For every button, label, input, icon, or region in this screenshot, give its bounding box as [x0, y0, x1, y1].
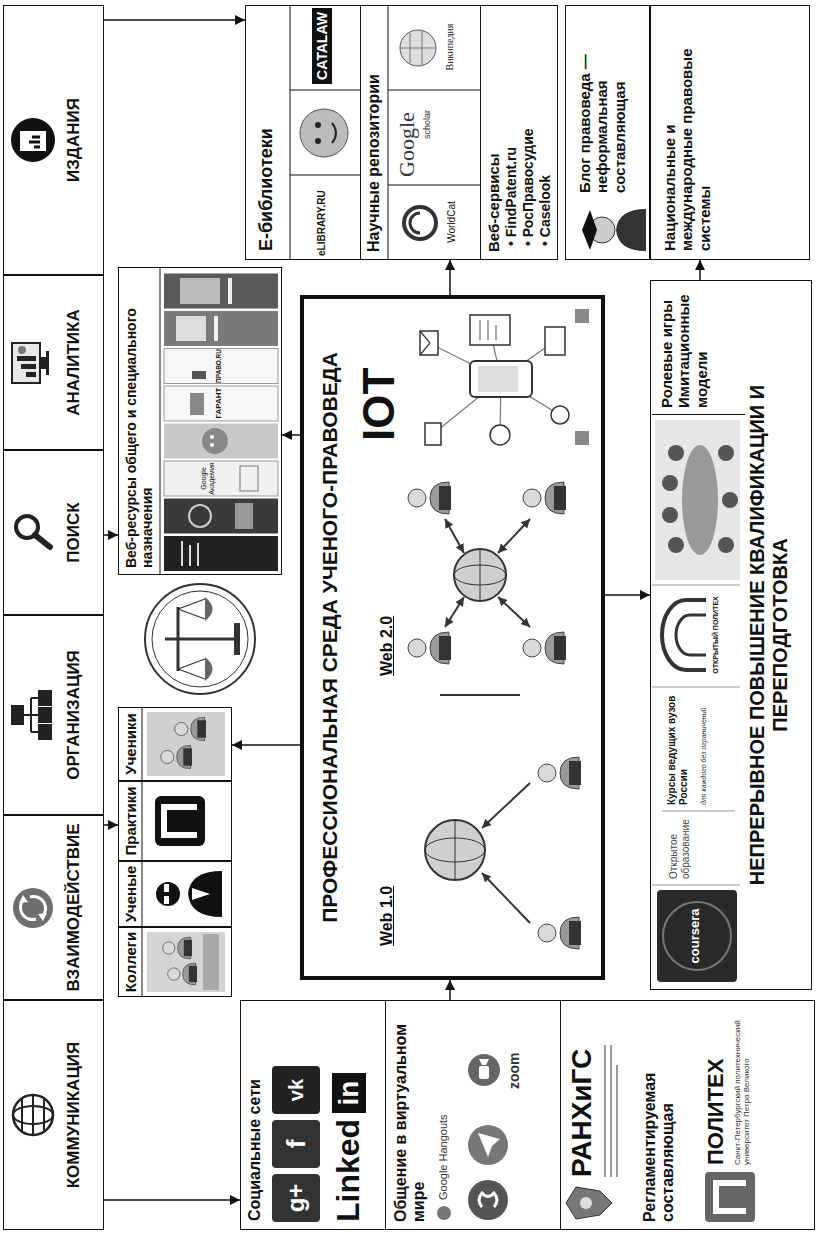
logo-caption: Курсы ведущих вузов России [666, 693, 689, 805]
node-text: НЕПРЕРЫВНОЕ ПОВЫШЕНИЕ КВАЛИФИКАЦИИ И ПЕР… [746, 375, 792, 895]
logo-text: Google Академия [200, 462, 216, 495]
justice-emblem [145, 584, 255, 694]
audience-cell: Ученики [118, 707, 232, 781]
node-text: Е-библиотеки [256, 11, 277, 251]
node-text: • РосПравосудие [520, 16, 536, 246]
central-box: ПРОФЕССИОНАЛЬНАЯ СРЕДА УЧЕНОГО-ПРАВОВЕДА… [300, 295, 605, 980]
node-text: Ученики [122, 708, 139, 780]
category-header: КОММУНИКАЦИЯ [3, 1000, 104, 1230]
node-text: Национальные и международные правовые си… [661, 11, 713, 251]
node-text: Коллеги [122, 928, 139, 996]
service-name: zoom [506, 1039, 522, 1089]
logo-text: Linked [330, 1112, 367, 1222]
icon-letter: g+ [272, 1174, 320, 1222]
blog-box: Блог правоведа — неформальная составляющ… [565, 5, 650, 260]
category-header: АНАЛИТИКА [3, 275, 104, 450]
logo-text: Google [394, 93, 419, 177]
audience-cell: Практики [118, 781, 232, 861]
logo-text: ПОЛИТЕХ [703, 1005, 728, 1165]
social-icons [272, 1054, 508, 1222]
node-text: • Caselook [537, 16, 553, 246]
audience-cell: Ученые [118, 861, 232, 927]
logo-text: РАНХиГС [566, 1002, 598, 1177]
node-text: Общение в виртуальном мире [392, 1008, 429, 1222]
node-text: • FindPatent.ru [503, 16, 519, 246]
service-name: Google Hangouts [437, 1080, 450, 1200]
node-text: ПРОФЕССИОНАЛЬНАЯ СРЕДА УЧЕНОГО-ПРАВОВЕДА [318, 315, 342, 960]
node-text: Web 1.0 [378, 856, 396, 946]
web-evolution-illustration [408, 309, 589, 949]
node-text: ОРГАНИЗАЦИЯ [64, 616, 84, 814]
audience-pictures [142, 707, 225, 997]
header-icons [11, 118, 55, 1135]
arrow-connector [449, 980, 451, 1000]
logo-caption: ОТКРЫТЫЙ ПОЛИТЕХ [712, 591, 720, 679]
node-text: Регламентируемая составляющая [641, 1008, 678, 1222]
node-text: Научные репозитории [365, 12, 383, 252]
node-text: ПОИСК [64, 451, 84, 614]
social-panel: Социальные сети Общение в виртуальном мир… [240, 1000, 815, 1230]
node-text: КОММУНИКАЦИЯ [64, 1001, 84, 1229]
category-header: ОРГАНИЗАЦИЯ [3, 615, 104, 815]
legal-systems-box: Национальные и международные правовые си… [650, 5, 810, 260]
panel-section: Веб-сервисы• FindPatent.ru• РосПравосуди… [480, 5, 558, 260]
arrow-connector [699, 260, 701, 280]
library-logos [290, 5, 480, 260]
arrow-connector [104, 19, 245, 21]
web-resource-tiles [160, 267, 278, 575]
logo-text: ГАРАНТ [214, 386, 223, 420]
arrow-connector [605, 594, 650, 596]
panel-section: Научные репозитории [360, 5, 480, 260]
node-text: Ролевые игры Имитационные модели [658, 286, 710, 408]
panel-section: Общение в виртуальном мире [385, 1000, 560, 1230]
arrow-connector [104, 534, 118, 536]
logo-text: coursera [688, 899, 703, 973]
logo-caption: Открытое образование [668, 815, 691, 879]
category-header: ИЗДАНИЯ [3, 5, 104, 275]
arrow-connector [282, 434, 300, 436]
icon-letter: f [272, 1120, 320, 1168]
audience-cell: Коллеги [118, 927, 232, 997]
node-text: Ученые [122, 862, 139, 926]
logo-text: WorldCat [446, 191, 458, 253]
training-panel: НЕПРЕРЫВНОЕ ПОВЫШЕНИЕ КВАЛИФИКАЦИИ И ПЕР… [650, 280, 812, 990]
blog-picture [582, 209, 646, 251]
category-header: ВЗАИМОДЕЙСТВИЕ [3, 815, 104, 1000]
node-text: Веб-сервисы [485, 12, 502, 252]
arrow-connector [232, 744, 300, 746]
node-text: ИЗДАНИЯ [64, 6, 84, 274]
node-text: Блог правоведа — неформальная составляющ… [576, 9, 628, 193]
arrow-connector [104, 824, 118, 826]
node-text: IOT [354, 331, 405, 441]
logo-text: in [332, 1073, 366, 1113]
icon-letter: vk [272, 1066, 320, 1114]
panel-section: Регламентируемая составляющая [560, 1000, 815, 1230]
node-text: Социальные сети [246, 1007, 264, 1221]
node-text: Web 2.0 [378, 586, 396, 676]
node-text: АНАЛИТИКА [64, 276, 84, 449]
logo-text: Википедия [444, 9, 456, 85]
logo-text: scholar [422, 95, 432, 139]
node-text: ВЗАИМОДЕЙСТВИЕ [64, 816, 84, 999]
training-pictures [652, 420, 740, 982]
node-text: Практики [122, 782, 139, 860]
category-header: ПОИСК [3, 450, 104, 615]
panel-section: Ролевые игры Имитационные модели [652, 282, 745, 415]
arrow-connector [449, 260, 451, 295]
arrow-connector [104, 1199, 240, 1201]
logo-text: ПРАВО.RU [215, 349, 222, 383]
logo-text: eLIBRARY.RU [316, 176, 328, 256]
logo-caption: Санкт-Петербургский политехнический унив… [733, 1010, 751, 1165]
logo-text: CATALAW [312, 8, 332, 84]
node-text: Веб-ресурсы общего и специального назнач… [123, 274, 155, 568]
resource-panel: Веб-ресурсы общего и специального назнач… [118, 267, 282, 575]
logo-caption: для каждого без ограничений [700, 693, 708, 805]
